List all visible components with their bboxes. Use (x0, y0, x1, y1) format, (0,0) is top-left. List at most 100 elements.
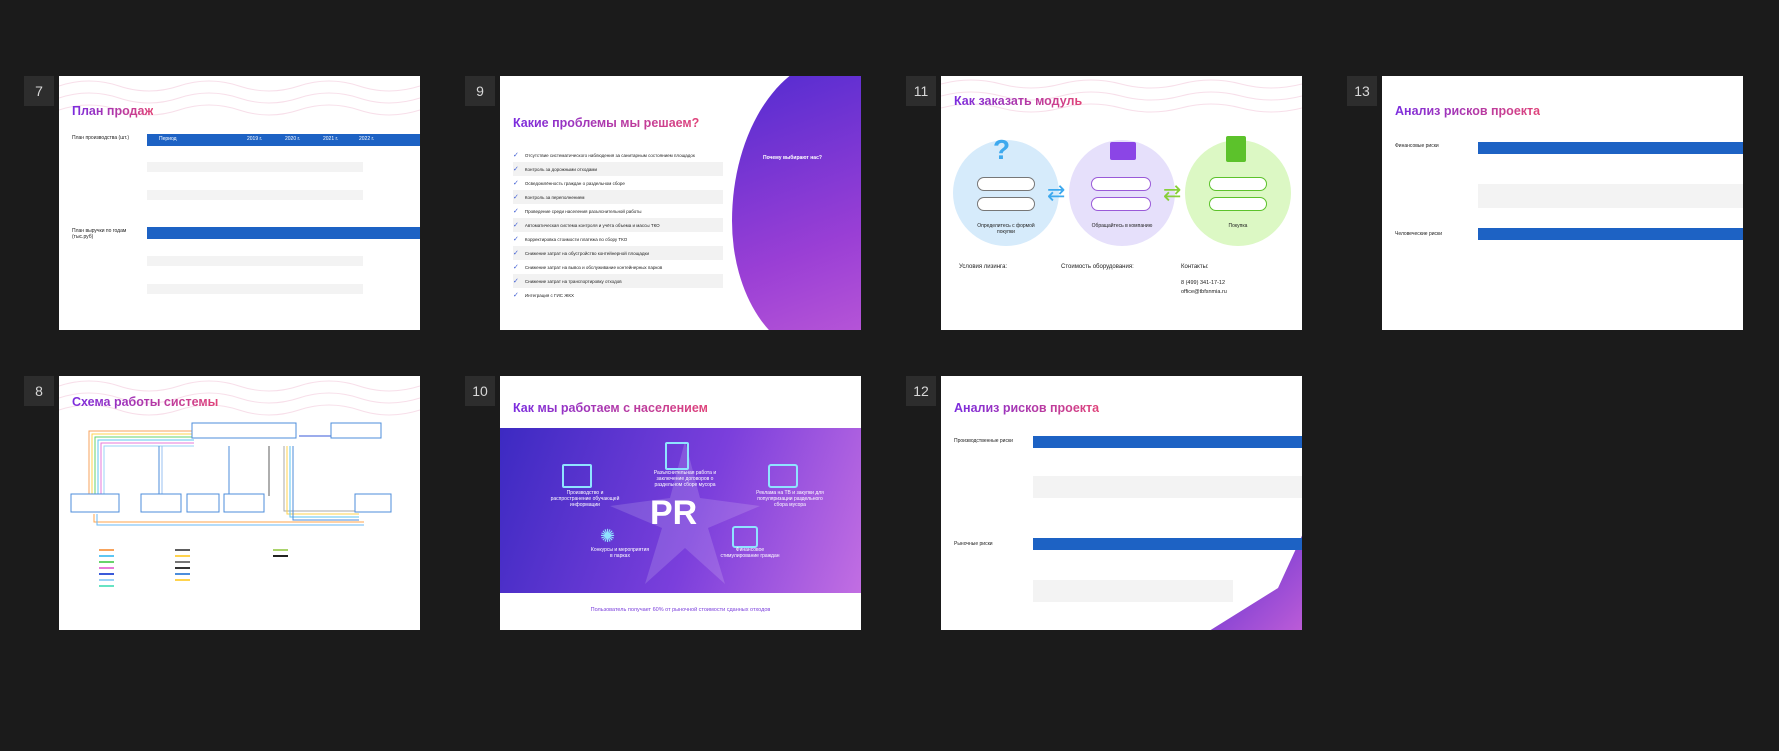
option-pill (977, 177, 1035, 191)
table-row (1033, 452, 1302, 474)
step-caption: Покупка (1228, 223, 1248, 229)
side-title: Почему выбирают нас? (763, 155, 822, 161)
table-row (1033, 580, 1233, 602)
table-header-label: 2020 г. (285, 136, 301, 142)
check-icon: ✓ (513, 180, 519, 187)
table-row (147, 256, 363, 266)
list-item: ✓Интеграция с ГИС ЖКХ (513, 292, 574, 299)
slide-title: Какие проблемы мы решаем? (513, 116, 700, 130)
shuffle-arrow-icon: ⇄ (1047, 180, 1066, 205)
book-icon (562, 464, 592, 488)
table-row (1033, 500, 1302, 522)
slide-number: 8 (24, 376, 54, 406)
pr-center: PR (650, 494, 698, 532)
wave-decoration (59, 80, 420, 116)
table-header (1033, 436, 1302, 448)
info-heading: Условия лизинга: (959, 264, 1008, 270)
fireworks-icon: ✺ (600, 526, 616, 546)
step-circle (953, 140, 1059, 246)
envelope-icon (1110, 142, 1136, 160)
section-label: Финансовые риски (1395, 143, 1439, 149)
documents-icon (665, 442, 689, 470)
step-caption: Определитесь с формой покупки (977, 223, 1035, 235)
option-pill (1091, 197, 1151, 211)
table-header (1478, 228, 1743, 240)
check-icon: ✓ (513, 292, 519, 299)
slide-title: Как мы работаем с населением (513, 401, 708, 415)
list-item: ✓Контроль за дорожными отходами (513, 162, 723, 176)
system-diagram (70, 422, 392, 587)
pr-item: Производство и распространение обучающей… (550, 490, 620, 508)
document-icon (1226, 136, 1246, 162)
section-label: Человеческие риски (1395, 231, 1443, 237)
table-row (147, 270, 363, 280)
slide-title: Как заказать модуль (954, 94, 1083, 108)
star-decoration (610, 441, 760, 584)
slide-title: Анализ рисков проекта (1395, 104, 1541, 118)
list-item: ✓Отсутствие систематического наблюдения … (513, 152, 695, 159)
pr-item: Конкурсы и мероприятия в парках (590, 547, 650, 559)
pr-item: Разъяснительная работа и заключение дого… (653, 470, 717, 488)
slide-number: 10 (465, 376, 495, 406)
check-icon: ✓ (513, 152, 519, 159)
pr-item: Реклама на ТВ и закупки для популяризаци… (756, 490, 824, 508)
section-label: План производства (шт.) (72, 135, 130, 141)
wave-decoration (59, 380, 420, 416)
question-icon: ? (993, 134, 1011, 165)
gradient-blob (732, 76, 861, 330)
slide-number: 12 (906, 376, 936, 406)
slide-thumbnail-9[interactable]: Какие проблемы мы решаем? Почему выбираю… (500, 76, 861, 330)
slide-title: Схема работы системы (72, 395, 219, 409)
info-heading: Стоимость оборудования: (1061, 264, 1134, 270)
table-row (147, 176, 363, 186)
table-row (1478, 158, 1743, 182)
tv-icon (768, 464, 798, 488)
slide-thumbnail-8[interactable]: Схема работы системы (59, 376, 420, 630)
list-item: ✓Автоматическая система контроля и учёта… (513, 218, 723, 232)
list-item: ✓Контроль за переполнением (513, 190, 723, 204)
slide-thumbnail-12[interactable]: Анализ рисков проекта Производственные р… (941, 376, 1302, 630)
list-item: ✓Корректировка стоимости платежа по сбор… (513, 236, 628, 243)
table-row (1478, 244, 1728, 268)
list-item: ✓Проведение среди населения разъяснитель… (513, 208, 642, 215)
check-icon: ✓ (513, 264, 519, 271)
list-item: ✓Снижение затрат на обустройство контейн… (513, 246, 723, 260)
section-label: Производственные риски (954, 438, 1013, 444)
wave-decoration (941, 79, 1302, 113)
table-header-label: Период (159, 136, 177, 142)
slide-number: 9 (465, 76, 495, 106)
pr-item: Финансовое стимулирование граждан (720, 547, 780, 559)
slide-thumbnail-13[interactable]: Анализ рисков проекта Финансовые риски Ч… (1382, 76, 1743, 330)
check-icon: ✓ (513, 250, 519, 257)
info-heading: Контакты: (1181, 264, 1209, 270)
table-header-label: 2022 г. (359, 136, 375, 142)
slide-number: 13 (1347, 76, 1377, 106)
check-icon: ✓ (513, 236, 519, 243)
table-row (147, 162, 363, 172)
section-label: План выручки по годам (тыс.руб) (72, 228, 127, 240)
table-row (1478, 184, 1743, 208)
slide-thumbnail-10[interactable]: Как мы работаем с населением PR ✺ Произв… (500, 376, 861, 630)
check-icon: ✓ (513, 194, 519, 201)
table-header-label: 2019 г. (247, 136, 263, 142)
slide-number: 7 (24, 76, 54, 106)
slide-title: Анализ рисков проекта (954, 401, 1100, 415)
slide-thumbnail-11[interactable]: Как заказать модуль ? ⇄ ⇄ Определитесь с… (941, 76, 1302, 330)
pr-footer: Пользователь получает 60% от рыночной ст… (590, 607, 771, 613)
check-icon: ✓ (513, 166, 519, 173)
gradient-blob (1662, 226, 1743, 330)
table-header (1033, 538, 1302, 550)
option-pill (1209, 197, 1267, 211)
shuffle-arrow-icon: ⇄ (1163, 180, 1182, 205)
list-item: ✓Осведомлённость граждан о раздельном сб… (513, 180, 625, 187)
table-row (147, 243, 363, 253)
pr-panel (500, 428, 861, 593)
section-label: Рыночные риски (954, 541, 993, 547)
wallet-icon (732, 526, 758, 548)
check-icon: ✓ (513, 208, 519, 215)
slide-thumbnail-7[interactable]: План продаж План производства (шт.) Пери… (59, 76, 420, 330)
table-row (147, 284, 363, 294)
option-pill (977, 197, 1035, 211)
table-row (147, 150, 363, 160)
table-header (1478, 142, 1743, 154)
